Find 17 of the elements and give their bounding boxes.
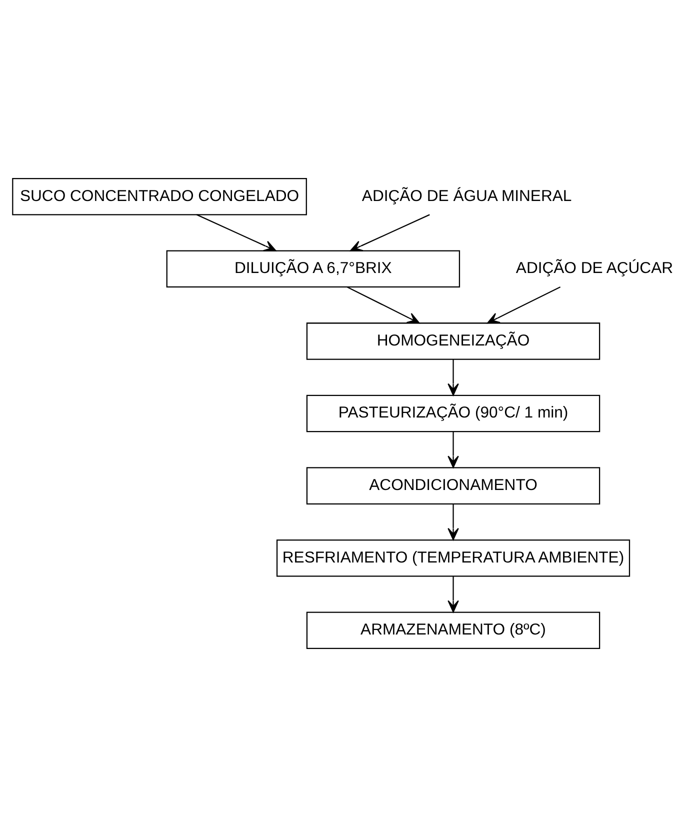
arrow: [448, 504, 459, 540]
arrow: [346, 286, 420, 324]
arrow: [448, 359, 459, 396]
node-box: SUCO CONCENTRADO CONGELADO: [12, 178, 307, 216]
arrow: [448, 432, 459, 468]
node-box: ACONDICIONAMENTO: [306, 467, 600, 504]
node-text: ADIÇÃO DE AÇÚCAR: [516, 260, 674, 278]
node-box: DILUIÇÃO A 6,7°BRIX: [166, 250, 460, 288]
node-box: HOMOGENEIZAÇÃO: [306, 322, 600, 360]
arrow: [487, 286, 561, 324]
node-box: PASTEURIZAÇÃO (90°C/ 1 min): [306, 394, 600, 432]
node-box: ARMAZENAMENTO (8ºC): [306, 612, 600, 650]
arrow: [448, 576, 459, 613]
arrow: [196, 214, 276, 252]
node-text: ADIÇÃO DE ÁGUA MINERAL: [362, 188, 572, 205]
arrow: [350, 214, 430, 252]
node-box: RESFRIAMENTO (TEMPERATURA AMBIENTE): [276, 539, 630, 577]
